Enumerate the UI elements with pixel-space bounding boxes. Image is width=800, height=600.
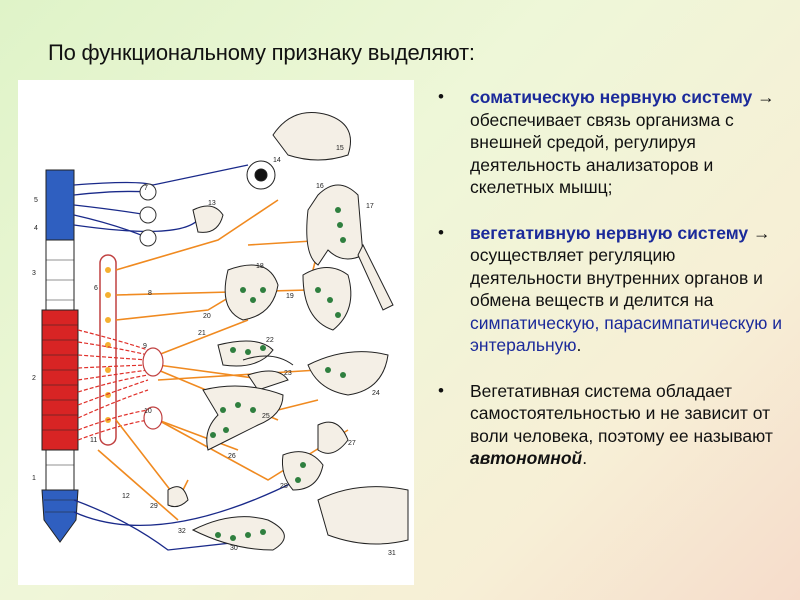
- svg-text:28: 28: [280, 483, 288, 490]
- bullet-dot: •: [438, 380, 444, 403]
- svg-text:12: 12: [122, 493, 130, 500]
- svg-text:21: 21: [198, 330, 206, 337]
- arrow: →: [757, 87, 775, 107]
- svg-text:16: 16: [316, 183, 324, 190]
- svg-text:8: 8: [148, 290, 152, 297]
- svg-text:18: 18: [256, 263, 264, 270]
- svg-text:26: 26: [228, 453, 236, 460]
- svg-text:2: 2: [32, 375, 36, 382]
- bullet-autonomy: • Вегетативная система обладает самостоя…: [432, 380, 788, 470]
- prevertebral-ganglia: [143, 348, 163, 429]
- svg-text:24: 24: [372, 390, 380, 397]
- term-vegetative: вегетативную нервную систему: [470, 223, 748, 243]
- svg-text:1: 1: [32, 475, 36, 482]
- cranial-ganglia: [140, 184, 156, 246]
- svg-text:31: 31: [388, 550, 396, 557]
- svg-text:23: 23: [284, 370, 292, 377]
- svg-text:19: 19: [286, 293, 294, 300]
- bullet-dot: •: [438, 222, 444, 245]
- bullet-vegetative: • вегетативную нервную систему → осущест…: [432, 222, 788, 357]
- svg-text:10: 10: [144, 408, 152, 415]
- arrow: →: [753, 223, 771, 243]
- svg-text:7: 7: [144, 185, 148, 192]
- autonomy-description: Вегетативная система обладает самостояте…: [470, 381, 773, 446]
- term-somatic: соматическую нервную систему: [470, 87, 752, 107]
- svg-text:32: 32: [178, 528, 186, 535]
- svg-text:4: 4: [34, 225, 38, 232]
- bullet-dot: •: [438, 86, 444, 109]
- vegetative-description: осуществляет регуляцию деятельности внут…: [470, 245, 763, 310]
- bullet-list: • соматическую нервную систему → обеспеч…: [432, 86, 788, 493]
- period: .: [576, 335, 581, 355]
- svg-text:13: 13: [208, 200, 216, 207]
- period: .: [582, 448, 587, 468]
- svg-text:29: 29: [150, 503, 158, 510]
- svg-text:17: 17: [366, 203, 374, 210]
- vegetative-subtypes: симпатическую, парасимпатическую и энтер…: [470, 313, 782, 356]
- svg-text:6: 6: [94, 285, 98, 292]
- somatic-description: обеспечивает связь организма с внешней с…: [470, 110, 734, 198]
- svg-text:11: 11: [90, 437, 97, 444]
- bullet-somatic: • соматическую нервную систему → обеспеч…: [432, 86, 788, 199]
- sympathetic-trunk: [100, 255, 116, 445]
- svg-text:30: 30: [230, 545, 238, 552]
- svg-text:22: 22: [266, 337, 274, 344]
- term-autonomous: автономной: [470, 448, 582, 468]
- svg-text:14: 14: [273, 157, 281, 164]
- svg-text:3: 3: [32, 270, 36, 277]
- spinal-column: [42, 170, 78, 542]
- svg-text:25: 25: [262, 413, 270, 420]
- slide-title: По функциональному признаку выделяют:: [48, 40, 475, 66]
- svg-text:9: 9: [143, 343, 147, 350]
- svg-text:27: 27: [348, 440, 356, 447]
- svg-text:15: 15: [336, 145, 344, 152]
- svg-text:5: 5: [34, 197, 38, 204]
- svg-text:20: 20: [203, 313, 211, 320]
